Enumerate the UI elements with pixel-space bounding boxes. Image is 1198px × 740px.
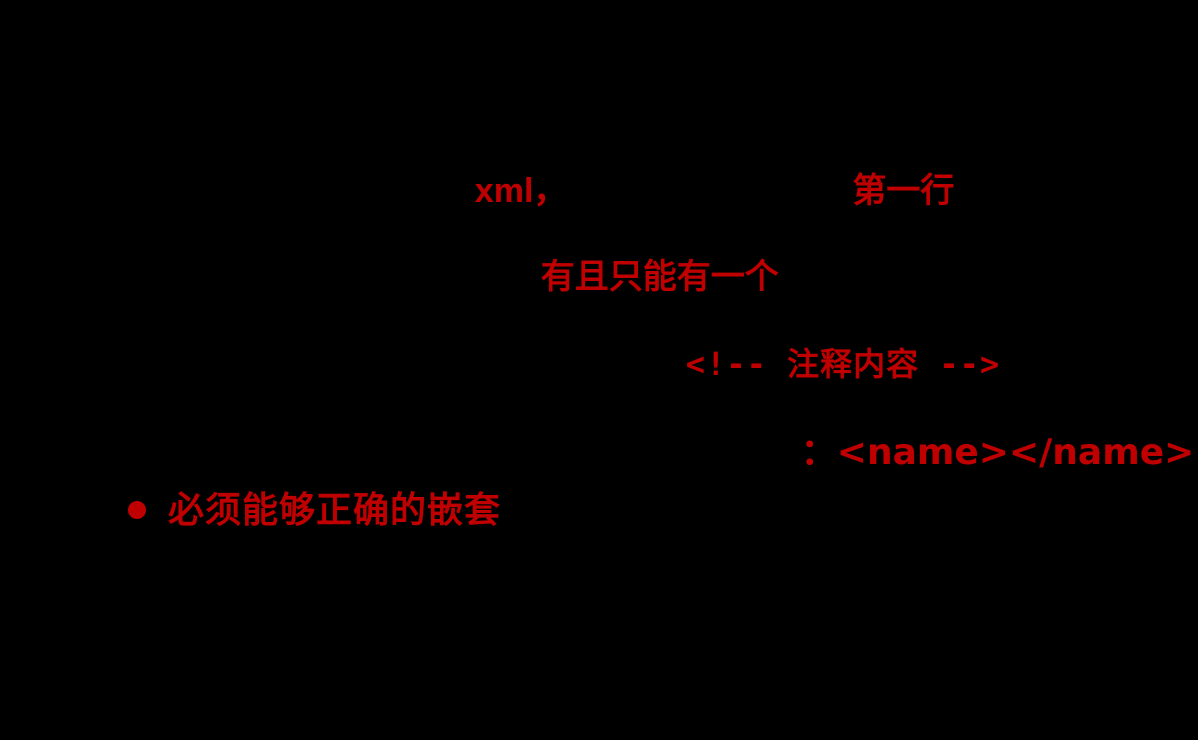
bullet-point-icon: [128, 501, 146, 519]
comment-highlight-syntax: <!-- 注释内容 -->: [685, 345, 1001, 383]
tag-pair-highlight-syntax: ：<name></name>: [800, 432, 1195, 473]
root-element-highlight: 有且只能有一个: [540, 258, 779, 296]
slide-line-root-element: 有且只能有一个: [140, 226, 779, 328]
slide-line-nesting-rule: 必须能够正确的嵌套: [128, 492, 501, 528]
slide-line-declaration: xml， 第一行: [140, 140, 955, 242]
declaration-highlight-firstline: 第一行: [852, 172, 955, 210]
declaration-highlight-xml: xml，: [474, 172, 568, 210]
slide-line-comment: <!-- 注释内容 -->: [140, 313, 1000, 415]
slide-line-tag-pair: ：<name></name>: [140, 401, 1195, 505]
nesting-rule-highlight: 必须能够正确的嵌套: [168, 489, 502, 530]
